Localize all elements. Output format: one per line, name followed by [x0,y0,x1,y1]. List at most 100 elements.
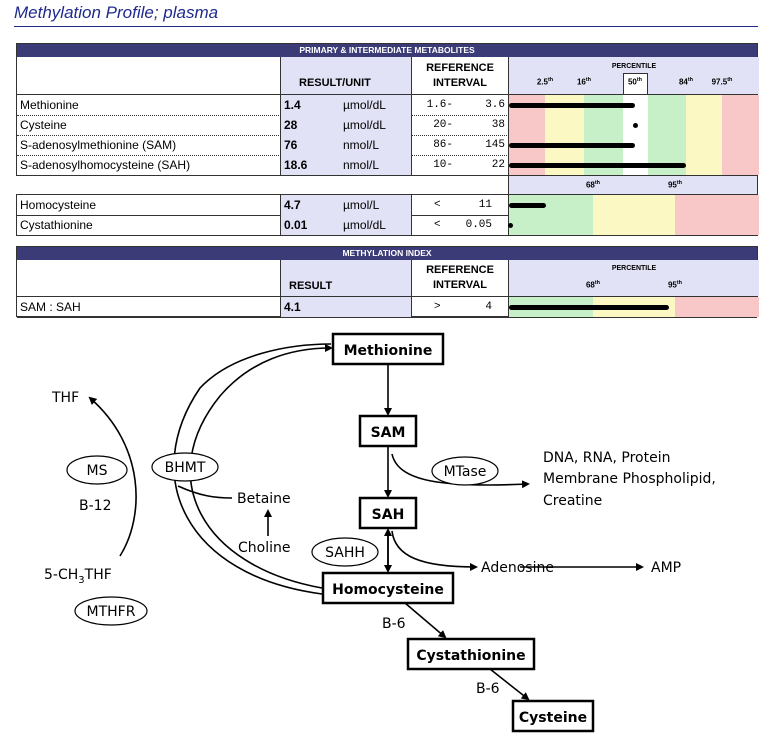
products-line3: Creatine [543,493,602,509]
percentile-tick: 84th [672,77,700,87]
result-value: 1.4 [284,98,301,112]
result-unit: nmol/L [343,158,380,172]
result-value: 76 [284,138,298,152]
percentile-tick: 68th [579,180,607,190]
reference-value: 4 [485,301,492,313]
reference-header-line2: INTERVAL [433,77,487,89]
mthfr-enzyme [74,596,148,626]
result-unit: µmol/dL [343,118,386,132]
tick-value: 50 [627,77,637,87]
sam-label: SAM [371,425,406,441]
mtase-label: MTase [444,464,487,480]
mtase-enzyme [431,456,499,486]
thf-label: THF [51,390,79,406]
percentile-bar [509,95,759,115]
percentile-bar [509,195,759,215]
products-line2: Membrane Phospholipid, [543,471,716,487]
tick-suffix: th [547,77,554,83]
cystathionine-box [406,637,536,671]
reference-high: 38 [491,119,505,131]
bhmt-label: BHMT [165,460,206,476]
table-row: Cystathionine 0.01 µmol/dL <0.05 [17,215,759,236]
primary-table-heading: PRIMARY & INTERMEDIATE METABOLITES [17,44,757,57]
percentile-marker [507,223,513,228]
tick-value: 95 [667,280,677,290]
adenosine-label: Adenosine [481,560,554,576]
table-row: Cysteine 28 µmol/dL 20- 38 [17,115,759,136]
percentile-tick: 50th [621,77,649,87]
reference-value: 11 [478,199,492,211]
percentile-tick: 95th [661,180,689,190]
amp-label: AMP [651,560,681,576]
index-result-header: RESULT [289,280,333,292]
b6-label-2: B-6 [476,681,500,697]
reference-header-line1: REFERENCE [426,62,494,74]
homocysteine-label: Homocysteine [332,582,444,598]
homocysteine-box [321,571,455,605]
percentile-bar [509,155,759,175]
methylation-index-table: METHYLATION INDEX RESULT REFERENCE INTER… [16,246,759,318]
metabolite-name: Cystathionine [20,218,93,232]
metabolite-name: Cysteine [20,118,67,132]
percentile-marker [632,123,638,128]
betaine-label: Betaine [237,491,291,507]
percentile-marker [509,305,669,310]
tick-value: 84 [678,77,688,87]
primary-table-header-row: RESULT/UNIT REFERENCE INTERVAL PERCENTIL… [17,57,759,94]
tick-value: 95 [667,180,677,190]
methylation-pathway-diagram: Methionine SAM SAH Homocysteine Cystathi… [44,332,716,733]
methionine-label: Methionine [344,343,433,359]
percentile-marker [509,203,547,208]
tick-suffix: th [687,77,694,83]
result-value: 0.01 [284,218,308,232]
b12-label: B-12 [79,498,111,514]
metabolite-name: Homocysteine [20,198,97,212]
bhmt-enzyme [151,452,219,482]
tick-value: 68 [585,180,595,190]
percentile-tick: 95th [661,280,689,290]
reference-low: 10- [433,159,453,171]
result-unit-header: RESULT/UNIT [299,77,371,89]
reference-low: 1.6- [426,99,453,111]
index-reference-line1: REFERENCE [426,264,494,276]
ms-enzyme [66,455,128,485]
secondary-percentile-header: 68th 95th [508,176,758,194]
cysteine-label: Cysteine [519,710,587,726]
result-unit: µmol/dL [343,218,386,232]
cystathionine-label: Cystathionine [416,648,525,664]
reference-high: 145 [485,139,505,151]
index-reference-line2: INTERVAL [433,279,487,291]
metabolite-name: Methionine [20,98,79,112]
sah-label: SAH [372,507,405,523]
mthfr-label: MTHFR [87,604,136,620]
percentile-marker [509,143,635,148]
tick-value: 16 [576,77,586,87]
products-line1: DNA, RNA, Protein [543,450,670,466]
methyl-thf-label: 5-CH3THF [44,567,112,586]
reference-operator: < [434,219,441,231]
tick-suffix: th [636,77,643,83]
tick-suffix: th [594,280,601,286]
metabolite-name: SAM : SAH [20,300,81,314]
index-table-heading: METHYLATION INDEX [17,247,757,260]
tick-suffix: th [585,77,592,83]
index-percentile-label: PERCENTILE [611,265,657,272]
reference-low: 20- [433,119,453,131]
reference-value: 0.05 [465,219,492,231]
result-value: 28 [284,118,298,132]
primary-metabolites-table: PRIMARY & INTERMEDIATE METABOLITES RESUL… [16,43,759,176]
tick-suffix: th [727,77,733,83]
percentile-tick: 68th [579,280,607,290]
tick-suffix: th [676,280,683,286]
cysteine-box [511,699,595,733]
reference-high: 22 [491,159,505,171]
result-value: 4.7 [284,198,301,212]
percentile-marker [509,103,635,108]
reference-high: 3.6 [485,99,505,111]
percentile-tick: 2.5th [531,77,559,87]
